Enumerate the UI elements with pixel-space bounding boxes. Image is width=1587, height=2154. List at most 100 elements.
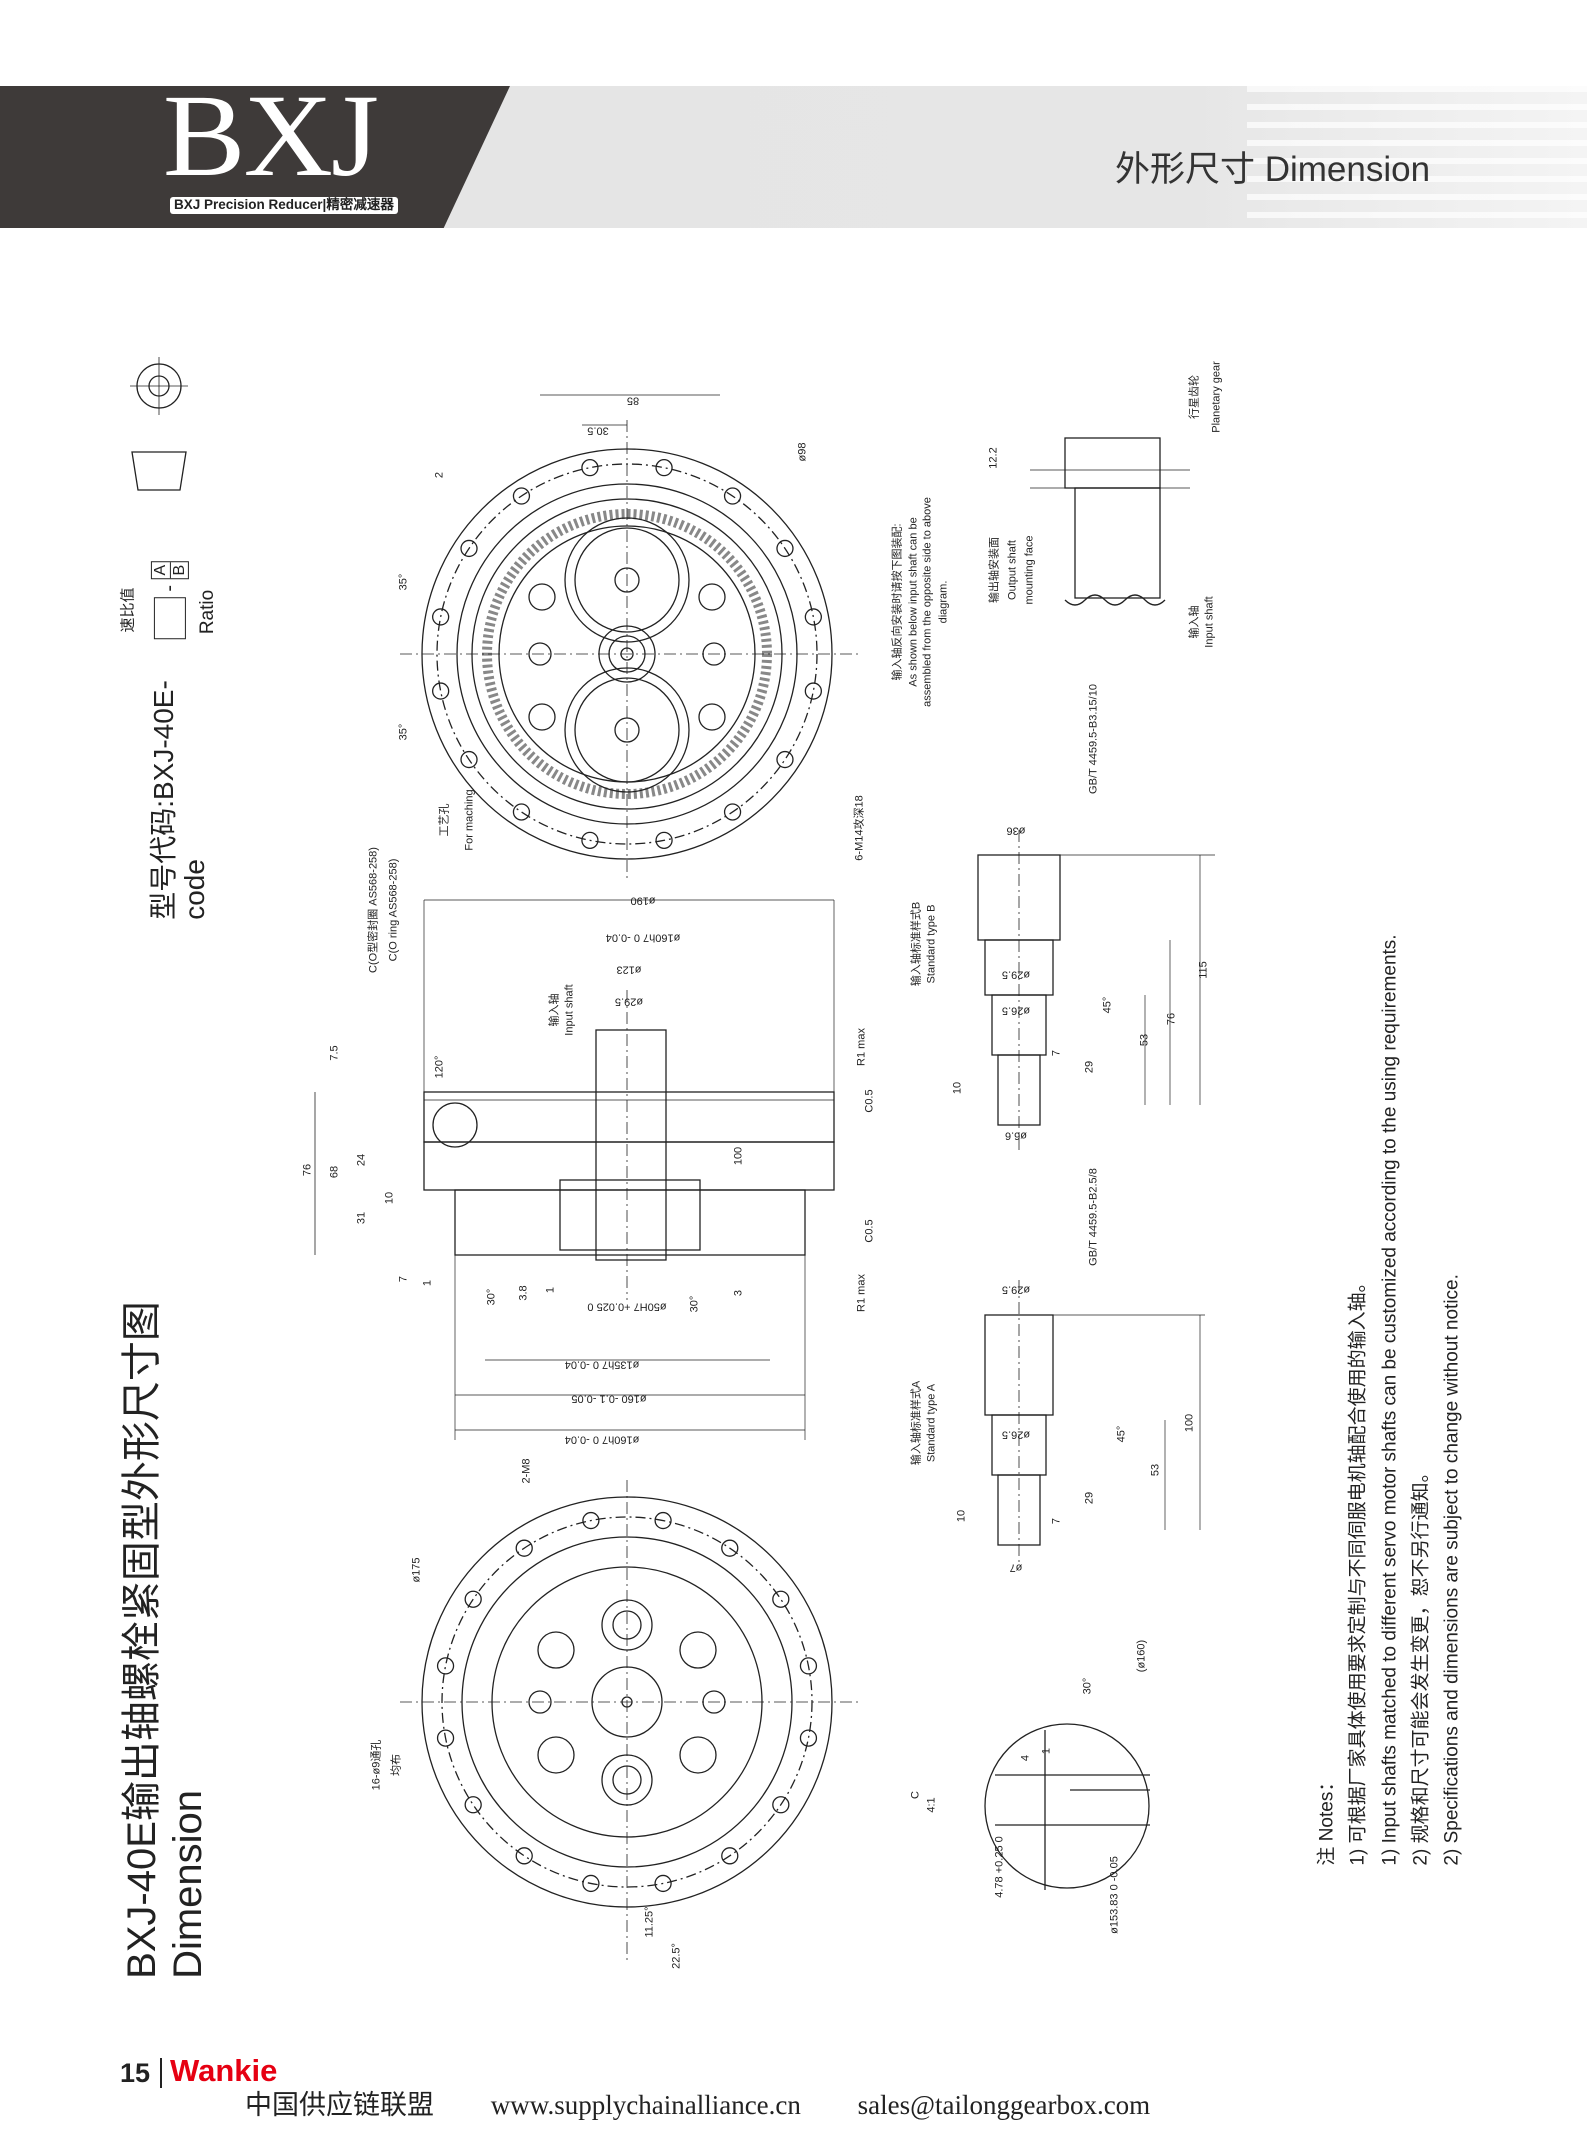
dimension-label: For maching — [463, 789, 476, 851]
dimension-label: 11.25° — [643, 1906, 656, 1938]
dimension-label: 输入轴 — [548, 993, 561, 1027]
dimension-label: 45° — [1101, 996, 1114, 1014]
bolt-hole — [436, 1729, 455, 1747]
section-title: 外形尺寸 Dimension — [1115, 150, 1431, 189]
dimension-label: 29 — [1083, 1060, 1096, 1074]
dimension-label: 输入轴标准样式A — [910, 1380, 923, 1466]
dimension-label: 22.5° — [670, 1943, 683, 1969]
footer-brand: Wankie — [170, 2053, 278, 2088]
frac-b: B — [169, 561, 189, 579]
bolt-hole — [512, 803, 531, 821]
dimension-label: ø153.83 0 -0.05 — [1108, 1856, 1121, 1934]
shaft-type-b-drawing — [977, 830, 1215, 1150]
bolt-hole — [772, 1796, 790, 1814]
detail-c-drawing — [984, 1723, 1150, 1890]
dimension-label: C0.5 — [863, 1219, 876, 1243]
bolt-hole — [432, 608, 450, 626]
dimension-label: 3 — [732, 1289, 745, 1297]
bolt-hole — [804, 682, 822, 700]
dimension-label: ø135h7 0 -0.04 — [564, 1358, 640, 1371]
dimension-label: 7 — [1050, 1049, 1063, 1057]
dimension-label: ø36 — [1006, 824, 1026, 837]
dimension-label: 16-ø9通孔 — [370, 1739, 383, 1791]
dimension-label: C0.5 — [863, 1089, 876, 1113]
bolt-hole — [654, 1511, 672, 1530]
dimension-label: 1 — [544, 1286, 557, 1294]
bolt-hole — [776, 539, 794, 558]
dimension-label: ø29.5 — [614, 995, 644, 1008]
footer-divider — [160, 2058, 162, 2088]
dimension-label: 115 — [1197, 961, 1210, 979]
bolt-hole — [512, 487, 531, 505]
dimension-label: 2 — [433, 471, 446, 479]
dimension-label: 7 — [397, 1275, 410, 1283]
bolt-hole — [723, 803, 742, 821]
top-view-drawing — [400, 394, 860, 880]
dimension-label: 53 — [1138, 1033, 1151, 1047]
footer-website[interactable]: www.supplychainalliance.cn — [490, 2090, 801, 2120]
page-number: 15 — [120, 2058, 151, 2088]
brand-logo: BXJ — [162, 70, 379, 201]
note-item: 2) Specifications and dimensions are sub… — [1442, 1274, 1464, 1866]
bolt-hole — [799, 1729, 818, 1747]
drawing-title-cn: BXJ-40E输出轴螺栓紧固型外形尺寸图 — [120, 1301, 164, 1979]
dimension-label: ø7 — [1009, 1561, 1023, 1574]
dimension-label: 31 — [355, 1211, 368, 1225]
frac-a: A — [151, 564, 169, 576]
dimension-label: R1 max — [855, 1028, 868, 1066]
bolt-hole — [515, 1539, 533, 1557]
dimension-label: 120° — [433, 1055, 446, 1079]
dimension-label: 100 — [1183, 1413, 1196, 1433]
dimension-label: 输入轴标准样式B — [910, 901, 923, 987]
dimension-label: ø175 — [410, 1557, 423, 1583]
dimension-label: 85 — [626, 394, 640, 407]
dimension-label: ø160h7 0 -0.04 — [605, 931, 681, 944]
dimension-label: 30° — [1081, 1677, 1094, 1695]
bolt-hole — [436, 1657, 455, 1675]
model-code-label: 型号代码:BXJ-40E- — [148, 680, 180, 920]
dimension-label: 行星齿轮 — [1188, 375, 1201, 419]
dimension-label: 均布 — [390, 1754, 403, 1776]
bolt-hole — [582, 1874, 600, 1893]
dimension-label: 76 — [1165, 1012, 1178, 1026]
dimension-label: ø190 — [630, 894, 656, 907]
footer-email[interactable]: sales@tailonggearbox.com — [857, 2090, 1151, 2120]
dimension-label: 30° — [688, 1295, 701, 1313]
model-code: 型号代码:BXJ-40E- code — [148, 680, 211, 920]
dimension-label: ø98 — [796, 442, 809, 462]
dimension-label: Standard type B — [925, 904, 938, 984]
dimension-label: 68 — [328, 1165, 341, 1179]
dimension-label: diagram. — [937, 580, 950, 624]
bolt-hole — [460, 750, 478, 769]
dimension-label: 100 — [732, 1146, 745, 1166]
side-section-drawing — [314, 899, 835, 1440]
dimension-label: Input shaft — [1203, 596, 1216, 648]
dimension-label: 10 — [951, 1081, 964, 1095]
note-item: 2) 规格和尺寸可能会发生变更，恕不另行通知。 — [1410, 1463, 1432, 1866]
dimension-label: 1 — [421, 1279, 434, 1287]
dimension-label: 4:1 — [925, 1797, 938, 1813]
brand-logo-subtitle: BXJ Precision Reducer|精密减速器 — [170, 197, 398, 214]
shaft-type-a-drawing — [984, 1280, 1205, 1565]
bottom-view-drawing — [400, 1480, 860, 1960]
dimension-label: ø6.6 — [1004, 1129, 1028, 1142]
dimension-label: ø50H7 +0.025 0 — [587, 1300, 667, 1313]
bolt-hole — [655, 459, 673, 477]
dimension-label: C — [909, 1791, 922, 1799]
bolt-hole — [464, 1590, 482, 1608]
ratio-label-cn: 速比值 — [119, 587, 137, 633]
dimension-label: 10 — [383, 1191, 396, 1205]
dimension-label: (ø160) — [1135, 1639, 1148, 1673]
dimension-label: 7 — [1050, 1517, 1063, 1525]
dimension-label: 12.2 — [987, 447, 1000, 469]
ratio-label-en: Ratio — [197, 589, 219, 635]
dimension-label: 76 — [301, 1163, 314, 1177]
dimension-label: 3.8 — [517, 1285, 530, 1301]
note-item: 1) 可根据厂家具体使用要求定制与不同伺服电机轴配合使用的输入轴。 — [1347, 1273, 1369, 1866]
bolt-hole — [432, 682, 450, 700]
dimension-label: ø26.5 — [1001, 1428, 1031, 1441]
dimension-label: Standard type A — [925, 1383, 938, 1463]
dimension-label: 4 — [1019, 1754, 1032, 1762]
